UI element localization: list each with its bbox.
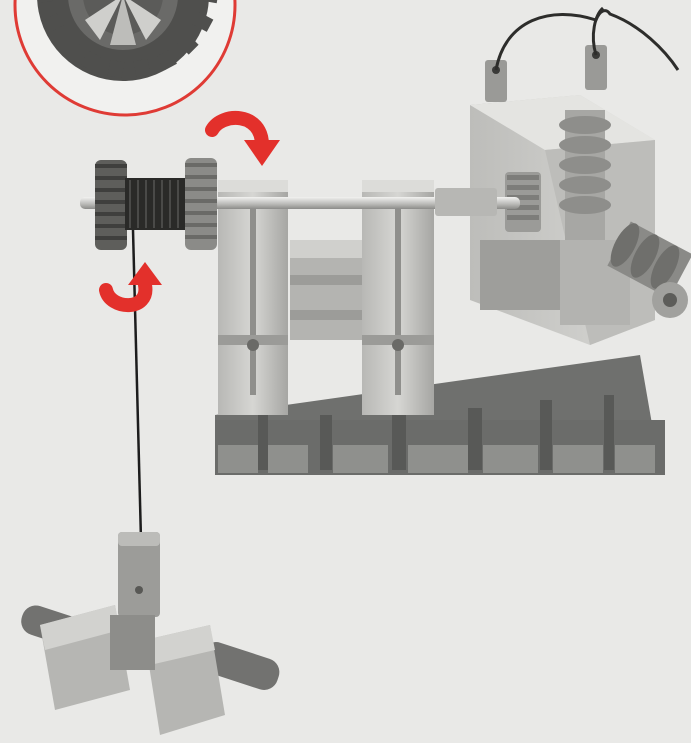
drive-gear bbox=[505, 172, 541, 232]
right-gear-flange bbox=[185, 158, 217, 250]
bearing-block-left bbox=[218, 180, 288, 415]
cable-terminals bbox=[485, 6, 680, 102]
cord-drum bbox=[95, 158, 217, 250]
worm-shaft bbox=[607, 221, 691, 318]
base-plate bbox=[215, 355, 665, 475]
bearing-block-right bbox=[362, 180, 434, 415]
gear-icon bbox=[36, 0, 220, 81]
worm-gear-assembly bbox=[505, 110, 691, 325]
gear-inset bbox=[13, 0, 237, 117]
curved-arrow-down-icon bbox=[205, 111, 280, 166]
hanging-load bbox=[21, 532, 280, 735]
center-block-stack bbox=[290, 240, 362, 340]
curved-arrow-up-icon bbox=[99, 262, 162, 313]
left-gear-flange bbox=[95, 160, 127, 250]
